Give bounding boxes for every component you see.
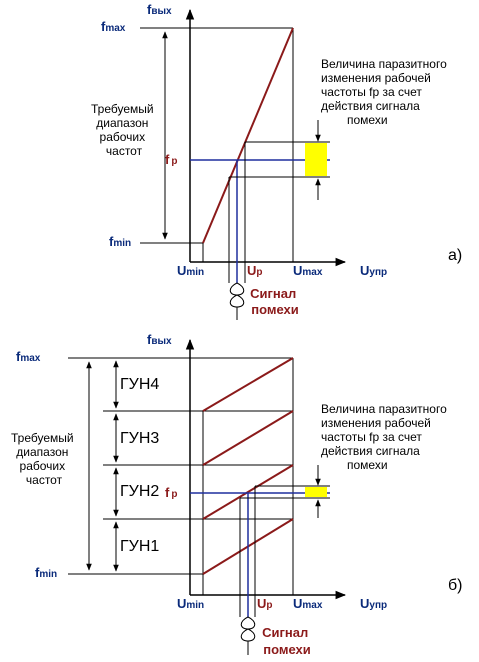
fmax-label-a: fmax — [101, 19, 126, 34]
fmin-label-a: fmin — [109, 234, 131, 249]
range-label-b: Требуемый диапазон рабочих частот — [11, 431, 77, 487]
drift-label-a: Величина паразитного изменения рабочей ч… — [321, 57, 450, 127]
umax-label-a: Umax — [293, 263, 323, 278]
noise-label-a: Сигнал помехи — [250, 286, 300, 317]
up-label-b: Up — [257, 596, 273, 611]
interference-bar-a — [305, 143, 327, 176]
umin-label-b: Umin — [177, 596, 204, 611]
vco2-characteristic — [202, 464, 294, 520]
fmax-label-b: fmax — [16, 349, 41, 364]
x-axis-label-b: Uупр — [360, 596, 387, 611]
umax-label-b: Umax — [293, 596, 323, 611]
vco4-label: ГУН4 — [120, 376, 159, 393]
panel-a-tag: а) — [448, 247, 462, 264]
interference-coil-icon — [240, 616, 256, 655]
y-axis-label-a: fвых — [147, 2, 172, 17]
up-label-a: Up — [247, 263, 263, 278]
vco4-characteristic — [202, 357, 294, 412]
range-label-a: Требуемый диапазон рабочих частот — [91, 102, 157, 158]
interference-coil-icon — [229, 282, 245, 320]
vco-characteristic-a — [202, 27, 294, 244]
noise-label-b: Сигнал помехи — [262, 625, 312, 657]
interference-bar-b — [305, 487, 327, 497]
drift-label-b: Величина паразитного изменения рабочей ч… — [321, 402, 450, 472]
x-axis-label-a: Uупр — [360, 263, 387, 278]
vco3-label: ГУН3 — [120, 430, 159, 447]
vco2-label: ГУН2 — [120, 483, 159, 500]
y-axis-label-b: fвых — [147, 332, 172, 347]
panel-b-tag: б) — [448, 577, 463, 594]
vco1-label: ГУН1 — [120, 538, 159, 555]
fmin-label-b: fmin — [35, 565, 57, 580]
umin-label-a: Umin — [177, 263, 204, 278]
vco3-characteristic — [202, 410, 294, 466]
